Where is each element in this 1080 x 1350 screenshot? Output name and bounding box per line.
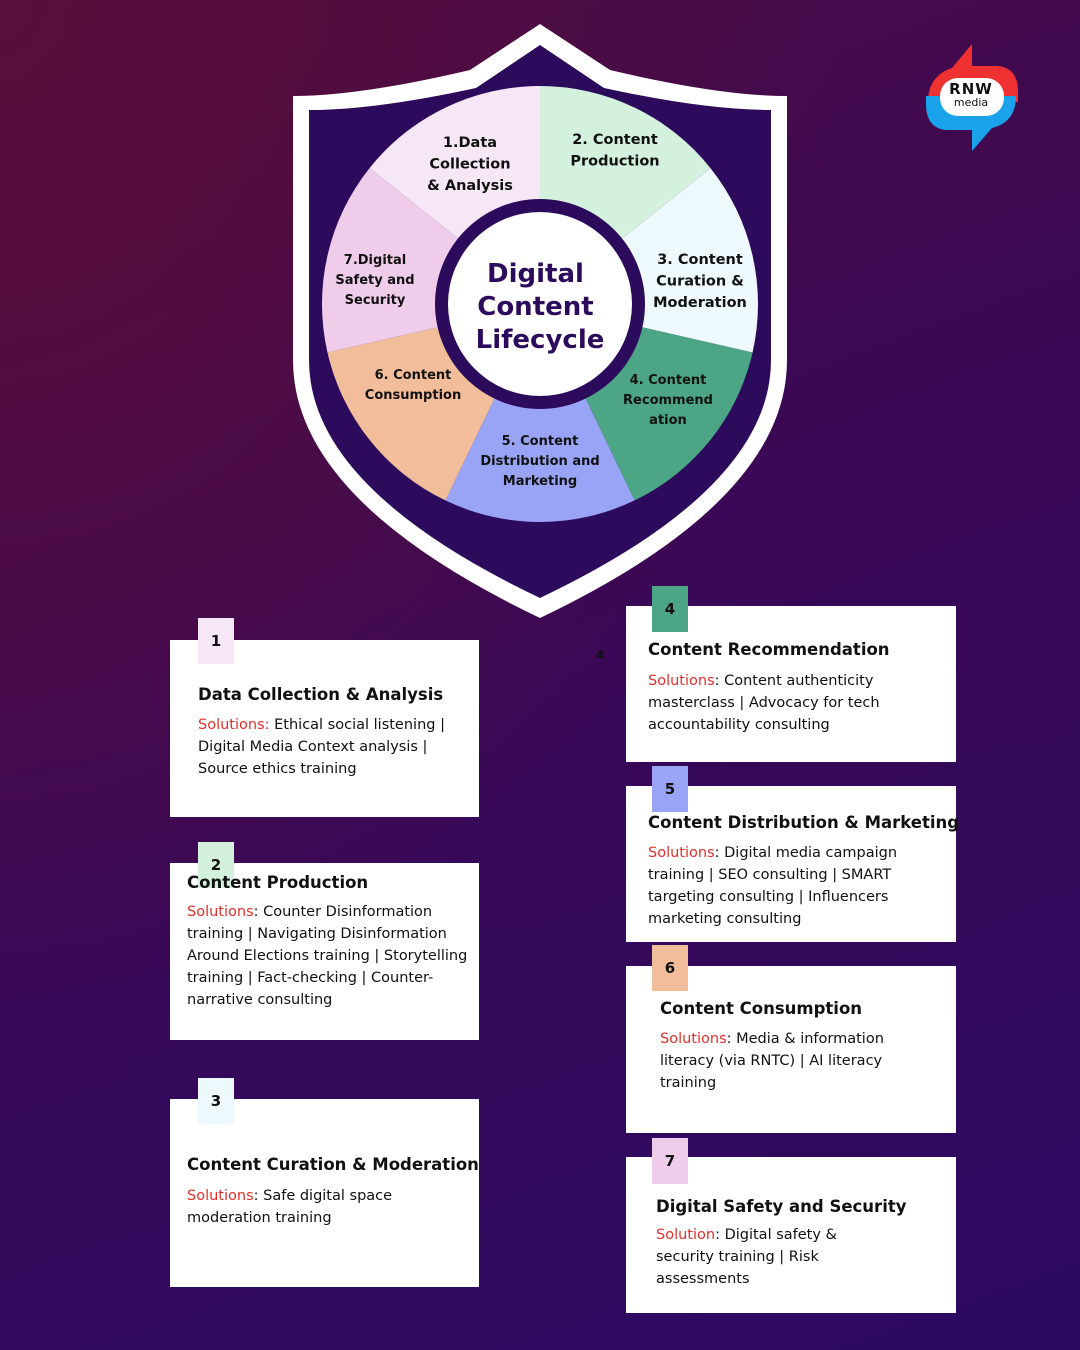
wheel-label-7-line-2: Safety and [335, 273, 414, 288]
card-4-text: Solutions: Content authenticity mastercl… [648, 670, 943, 736]
card-6-solution-text: : Media & information literacy (via RNTC… [660, 1031, 884, 1091]
card-1-text: Solutions: Ethical social listening | Di… [198, 714, 468, 780]
center-title: Digital Content Lifecycle [476, 259, 605, 355]
card-4-solution-text: : Content authenticity masterclass | Adv… [648, 673, 880, 733]
wheel-label-6-line-2: Consumption [365, 388, 461, 403]
card-2-number: 2 [210, 856, 222, 874]
card-7-solution-text: : Digital safety & security training | R… [656, 1227, 837, 1287]
wheel-label-7-line-1: 7.Digital [344, 253, 406, 268]
card-6-text: Solutions: Media & information literacy … [660, 1028, 930, 1094]
card-1-badge: 1 [198, 618, 234, 664]
wheel-label-4-line-3: ation [649, 413, 687, 428]
card-5-solution-label: Solutions [648, 845, 715, 861]
card-6-badge: 6 [652, 945, 688, 991]
card-5-text: Solutions: Digital media campaign traini… [648, 842, 943, 930]
wheel-label-2-line-2: Production [570, 154, 659, 170]
card-3-solution-label: Solutions [187, 1188, 254, 1204]
card-1-solution-label: Solutions: [198, 717, 270, 733]
card-6-solution-label: Solutions [660, 1031, 727, 1047]
wheel-label-3-line-2: Curation & [656, 274, 744, 290]
card-1-solution-text: Ethical social listening | Digital Media… [198, 717, 445, 777]
card-7-badge: 7 [652, 1138, 688, 1184]
card-2-text: Solutions: Counter Disinformation traini… [187, 901, 469, 1011]
wheel-label-4-line-1: 4. Content [630, 373, 707, 388]
stray-number-label: 4 [596, 648, 605, 662]
card-content-production [170, 863, 479, 1040]
wheel-label-3-line-3: Moderation [653, 295, 747, 311]
card-7-title: Digital Safety and Security [656, 1197, 907, 1216]
center-title-line-2: Content [477, 292, 593, 322]
wheel-label-2-line-1: 2. Content [572, 132, 658, 148]
card-4-title: Content Recommendation [648, 640, 890, 659]
card-5-solution-text: : Digital media campaign training | SEO … [648, 845, 898, 927]
card-1-title: Data Collection & Analysis [198, 685, 444, 704]
wheel-label-1-line-3: & Analysis [427, 178, 513, 194]
card-content-consumption [626, 966, 956, 1133]
card-content-distribution [626, 786, 956, 942]
card-3-number: 3 [210, 1092, 222, 1110]
card-3-text: Solutions: Safe digital space moderation… [187, 1185, 457, 1229]
wheel-label-5-line-1: 5. Content [502, 434, 579, 449]
wheel-segment-5 [445, 304, 635, 522]
card-5-badge: 5 [652, 766, 688, 812]
card-2-solution-label: Solutions [187, 904, 254, 920]
rnw-media-logo: RNW media [922, 40, 1022, 155]
card-1-number: 1 [210, 632, 222, 650]
wheel-label-5-line-2: Distribution and [480, 454, 599, 469]
card-3-badge: 3 [198, 1078, 234, 1124]
wheel-label-1-line-1: 1.Data [443, 135, 497, 151]
card-6-number: 6 [664, 959, 676, 977]
logo-arrows-icon [926, 44, 1018, 151]
card-6-title: Content Consumption [660, 999, 863, 1018]
card-5-title: Content Distribution & Marketing [648, 813, 960, 832]
logo-text: RNW media [936, 80, 1006, 109]
card-4-badge: 4 [652, 586, 688, 632]
center-title-line-1: Digital [487, 259, 584, 289]
card-data-collection [170, 640, 479, 817]
card-7-solution-label: Solution [656, 1227, 716, 1243]
wheel-label-5-line-3: Marketing [503, 474, 577, 489]
card-7-number: 7 [664, 1152, 676, 1170]
card-2-solution-text: : Counter Disinformation training | Navi… [187, 904, 468, 1008]
logo-line-1: RNW [949, 80, 993, 98]
card-3-title: Content Curation & Moderation [187, 1155, 479, 1174]
card-4-solution-label: Solutions [648, 673, 715, 689]
card-2-title: Content Production [187, 873, 369, 892]
card-3-solution-text: : Safe digital space moderation training [187, 1188, 393, 1226]
wheel-label-1-line-2: Collection [429, 157, 510, 173]
wheel-label-7-line-3: Security [345, 293, 406, 308]
wheel-label-4-line-2: Recommend [623, 393, 713, 408]
card-4-number: 4 [664, 600, 676, 618]
card-7-text: Solution: Digital safety & security trai… [656, 1224, 886, 1290]
center-disc [448, 212, 632, 396]
card-content-recommendation [626, 606, 956, 762]
card-5-number: 5 [664, 780, 676, 798]
card-content-curation [170, 1099, 479, 1287]
wheel-label-3-line-1: 3. Content [657, 252, 743, 268]
wheel-label-6-line-1: 6. Content [375, 368, 452, 383]
card-2-badge: 2 [198, 842, 234, 888]
logo-line-2: media [953, 96, 989, 109]
center-title-line-3: Lifecycle [476, 325, 605, 355]
